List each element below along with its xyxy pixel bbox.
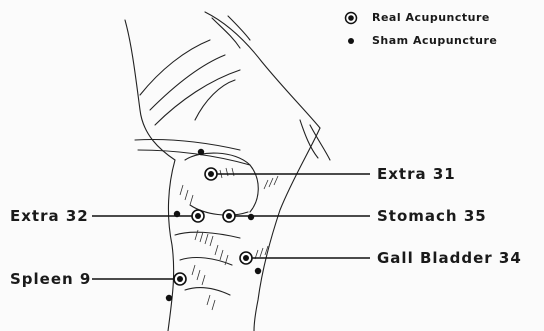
sham-point xyxy=(255,268,261,274)
legend-sham-label: Sham Acupuncture xyxy=(372,34,497,47)
real-point-extra31 xyxy=(205,168,217,180)
label-extra32: Extra 32 xyxy=(10,207,89,225)
real-point-extra32 xyxy=(192,210,204,222)
label-gallbladder34: Gall Bladder 34 xyxy=(377,249,522,267)
label-spleen9: Spleen 9 xyxy=(10,270,91,288)
label-stomach35: Stomach 35 xyxy=(377,207,487,225)
real-point-stomach35 xyxy=(223,210,235,222)
sham-point xyxy=(166,295,172,301)
sham-point xyxy=(198,149,204,155)
patella-outline xyxy=(185,153,258,212)
legend-real-label: Real Acupuncture xyxy=(372,11,490,24)
legend-sham-marker xyxy=(348,38,354,44)
leg-outline-right xyxy=(254,128,320,331)
sham-point xyxy=(174,211,180,217)
real-point-spleen9 xyxy=(174,273,186,285)
real-points xyxy=(174,168,252,285)
legend-real-marker xyxy=(346,13,357,24)
label-extra31: Extra 31 xyxy=(377,165,456,183)
real-point-gallbladder34 xyxy=(240,252,252,264)
sham-point xyxy=(248,214,254,220)
leg-outline-left xyxy=(168,160,175,331)
thigh-outline-right xyxy=(205,12,320,128)
